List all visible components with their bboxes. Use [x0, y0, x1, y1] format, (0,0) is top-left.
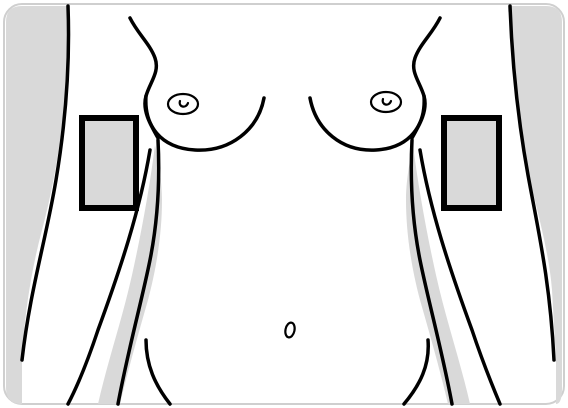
- left-marker-rectangle: [82, 118, 136, 208]
- right-marker-rectangle: [444, 118, 499, 208]
